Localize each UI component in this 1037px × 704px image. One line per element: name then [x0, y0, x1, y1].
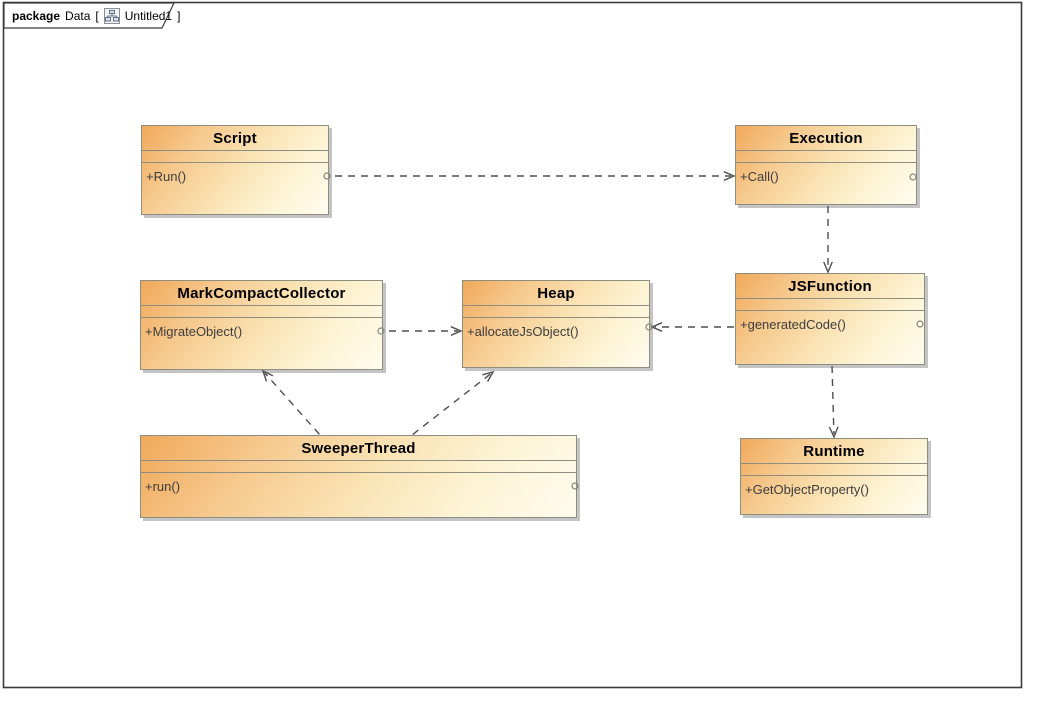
class-name: Runtime [741, 439, 927, 464]
frame-context-name: Data [65, 9, 91, 23]
attributes-compartment [463, 306, 649, 318]
operations-compartment: +GetObjectProperty() [741, 476, 927, 514]
operation-label: +allocateJsObject() [467, 324, 579, 339]
class-name: Heap [463, 281, 649, 306]
open-arrowhead-icon [450, 326, 463, 336]
open-arrowhead-icon [828, 426, 839, 439]
open-arrowhead-icon [823, 261, 833, 274]
open-arrowhead-icon [650, 322, 663, 332]
attributes-compartment [141, 461, 576, 473]
frame-open-bracket: [ [95, 9, 99, 23]
operations-compartment: +MigrateObject() [141, 318, 382, 369]
class-node-execution[interactable]: Execution +Call() [735, 125, 917, 205]
dependency-sweeperthread-to-heap[interactable] [412, 370, 495, 435]
frame-keyword: package [12, 9, 61, 23]
frame-close-bracket: ] [177, 9, 181, 23]
operation-label: +Call() [740, 169, 779, 184]
operations-compartment: +Run() [142, 163, 328, 214]
operation-label: +generatedCode() [740, 317, 846, 332]
class-name: Script [142, 126, 328, 151]
dependency-jsfunction-to-heap[interactable] [645, 322, 734, 332]
attributes-compartment [741, 464, 927, 476]
attributes-compartment [141, 306, 382, 318]
class-node-script[interactable]: Script +Run() [141, 125, 329, 215]
dependency-jsfunction-to-runtime[interactable] [828, 365, 839, 439]
frame-title: package Data [ Untitled1 ] [12, 8, 180, 24]
operation-label: +run() [145, 479, 181, 494]
open-arrowhead-icon [261, 369, 274, 382]
open-arrowhead-icon [723, 171, 736, 181]
operation-label: +MigrateObject() [145, 324, 243, 339]
attributes-compartment [142, 151, 328, 163]
operations-compartment: +run() [141, 473, 576, 517]
operations-compartment: +Call() [736, 163, 916, 204]
class-node-runtime[interactable]: Runtime +GetObjectProperty() [740, 438, 928, 515]
operations-compartment: +allocateJsObject() [463, 318, 649, 367]
dependency-sweeperthread-to-markcompactcollector[interactable] [261, 369, 320, 435]
class-node-markcompactcollector[interactable]: MarkCompactCollector +MigrateObject() [140, 280, 383, 370]
class-name: MarkCompactCollector [141, 281, 382, 306]
class-diagram-icon [103, 8, 120, 24]
attributes-compartment [736, 151, 916, 163]
attributes-compartment [736, 299, 924, 311]
class-node-heap[interactable]: Heap +allocateJsObject() [462, 280, 650, 368]
dependency-script-to-execution[interactable] [323, 171, 736, 181]
operations-compartment: +generatedCode() [736, 311, 924, 364]
class-node-sweeperthread[interactable]: SweeperThread +run() [140, 435, 577, 518]
frame-diagram-name: Untitled1 [124, 9, 173, 23]
class-name: SweeperThread [141, 436, 576, 461]
dependency-markcompactcollector-to-heap[interactable] [377, 326, 463, 336]
open-arrowhead-icon [482, 370, 495, 382]
class-name: Execution [736, 126, 916, 151]
operation-label: +GetObjectProperty() [745, 482, 869, 497]
dependency-execution-to-jsfunction[interactable] [823, 206, 833, 274]
operation-label: +Run() [146, 169, 187, 184]
class-name: JSFunction [736, 274, 924, 299]
class-node-jsfunction[interactable]: JSFunction +generatedCode() [735, 273, 925, 365]
